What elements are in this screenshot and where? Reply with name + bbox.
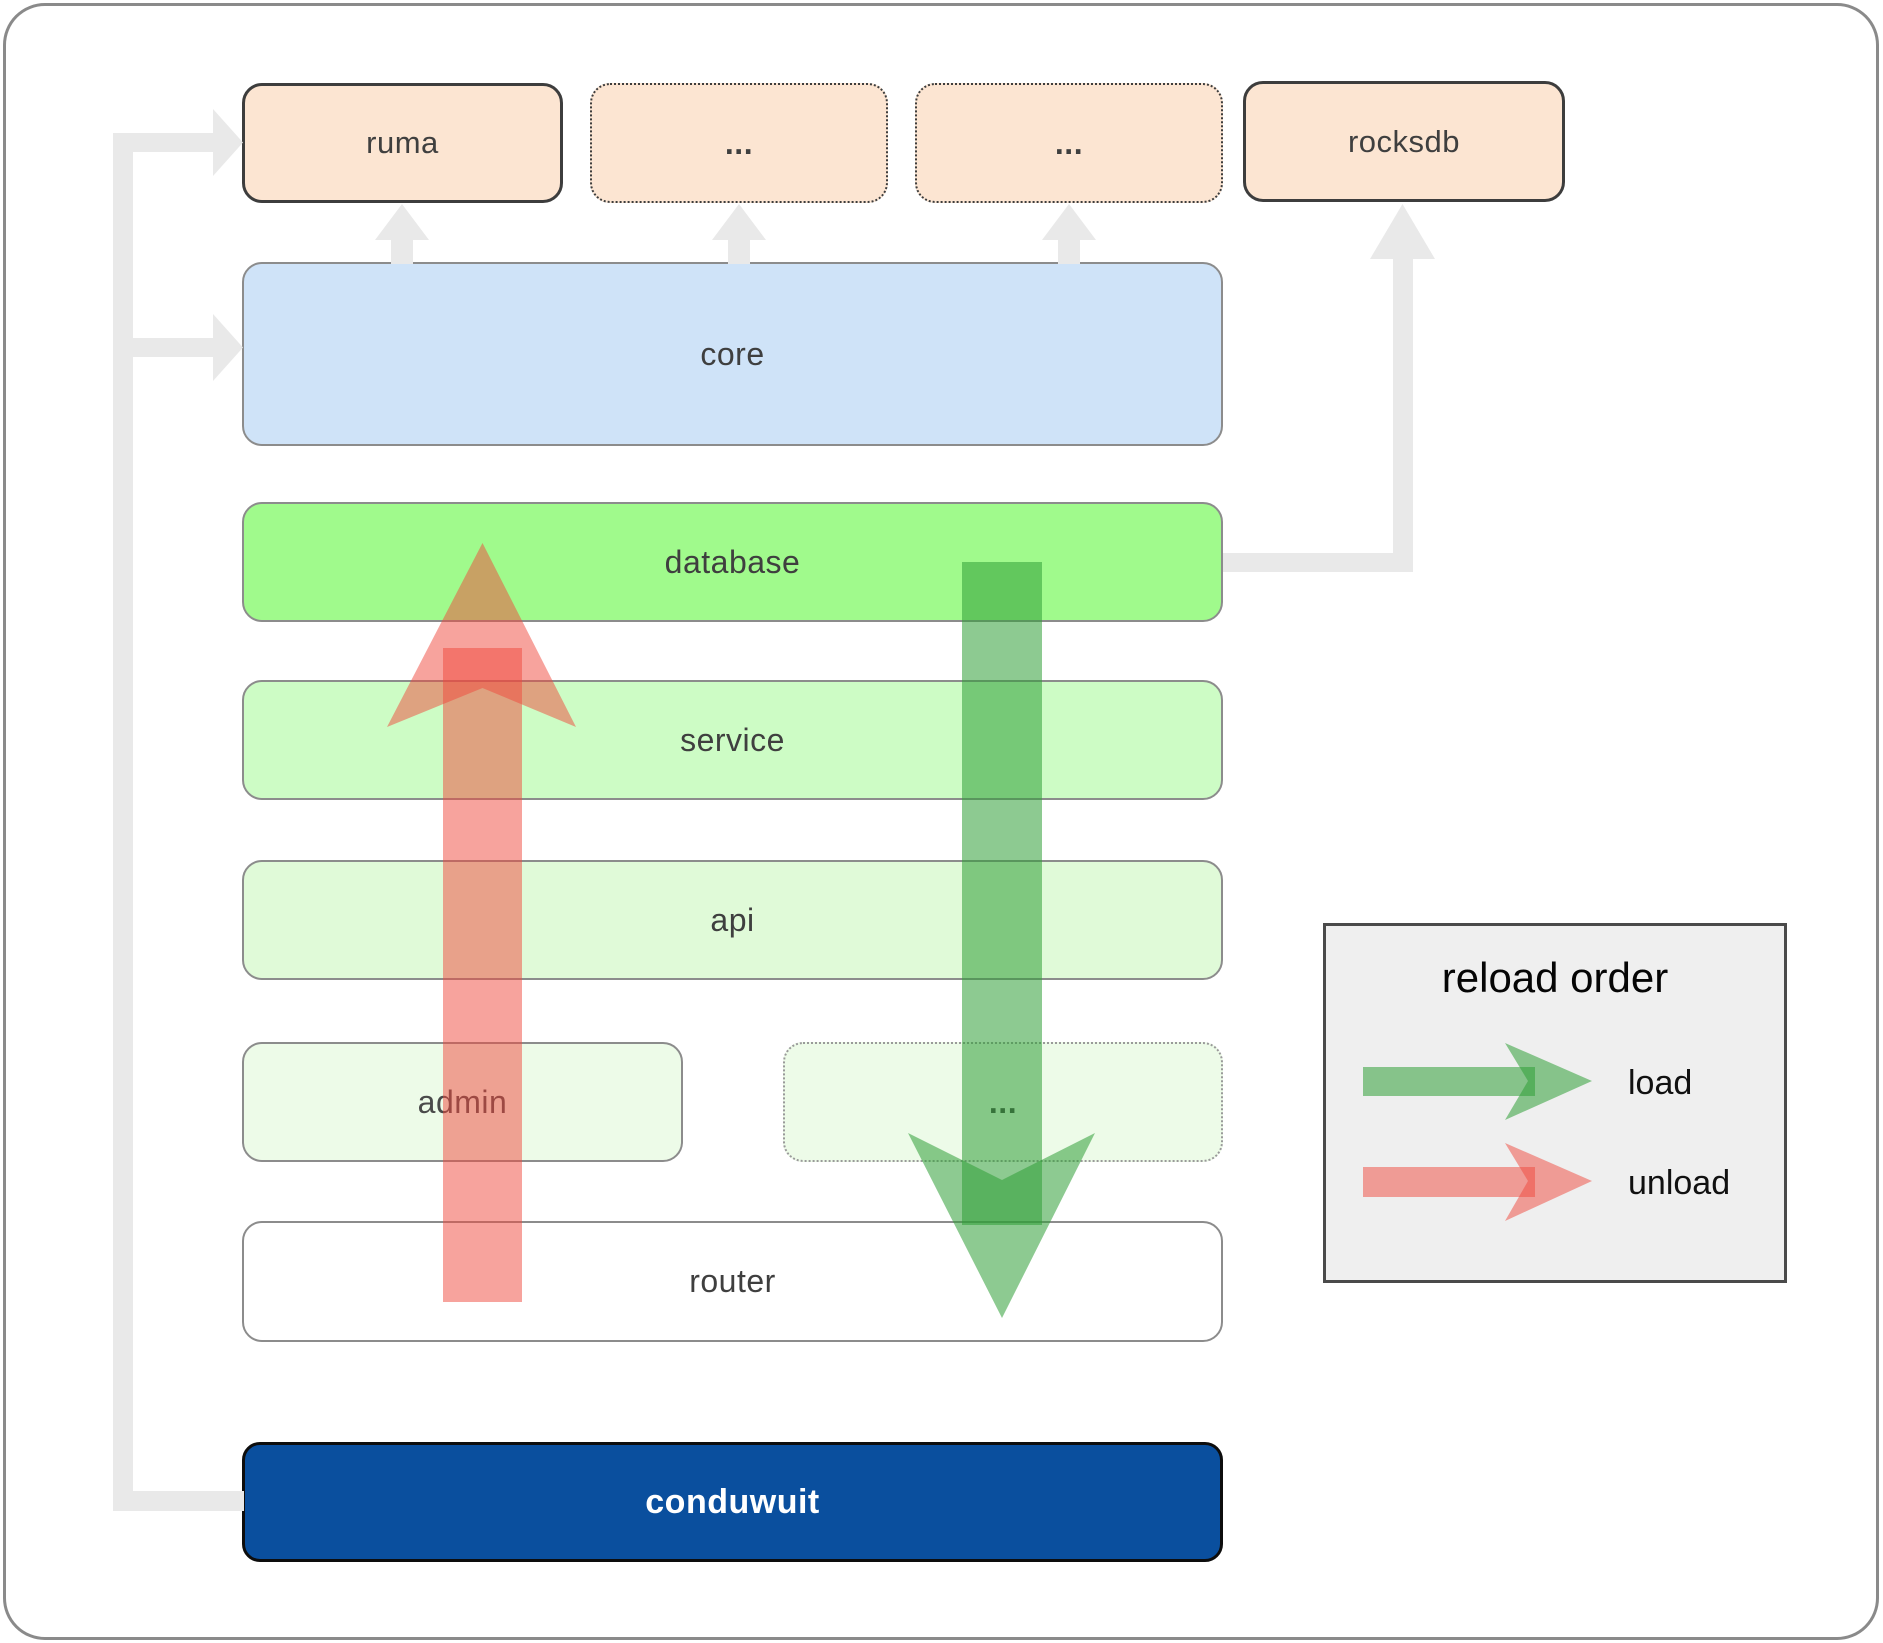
node-database: database — [242, 502, 1223, 622]
node-dependency-more-2-label: ... — [1054, 124, 1084, 161]
node-ruma: ruma — [242, 83, 563, 203]
node-dependency-more-1: ... — [590, 83, 888, 203]
node-admin: admin — [242, 1042, 683, 1162]
node-dependency-more-1-label: ... — [724, 124, 754, 161]
node-core: core — [242, 262, 1223, 446]
node-core-label: core — [700, 335, 765, 372]
diagram-outer-border — [3, 3, 1879, 1640]
legend-reload-order: reload order load unload — [1323, 923, 1787, 1283]
node-conduwuit: conduwuit — [242, 1442, 1223, 1562]
legend-unload-label: unload — [1628, 1164, 1731, 1202]
node-router-label: router — [689, 1263, 776, 1299]
node-dependency-more-2: ... — [915, 83, 1223, 203]
node-api: api — [242, 860, 1223, 980]
node-service-more-label: ... — [988, 1083, 1018, 1120]
node-service-more: ... — [783, 1042, 1223, 1162]
node-admin-label: admin — [417, 1083, 508, 1120]
node-ruma-label: ruma — [366, 125, 439, 160]
node-rocksdb: rocksdb — [1243, 81, 1565, 202]
node-service-label: service — [680, 721, 785, 758]
node-conduwuit-label: conduwuit — [645, 1482, 820, 1521]
legend-title: reload order — [1441, 954, 1669, 1001]
legend-load-label: load — [1628, 1064, 1693, 1102]
node-api-label: api — [710, 901, 755, 938]
node-rocksdb-label: rocksdb — [1347, 123, 1461, 159]
node-service: service — [242, 680, 1223, 800]
node-router: router — [242, 1221, 1223, 1342]
node-database-label: database — [664, 543, 801, 580]
